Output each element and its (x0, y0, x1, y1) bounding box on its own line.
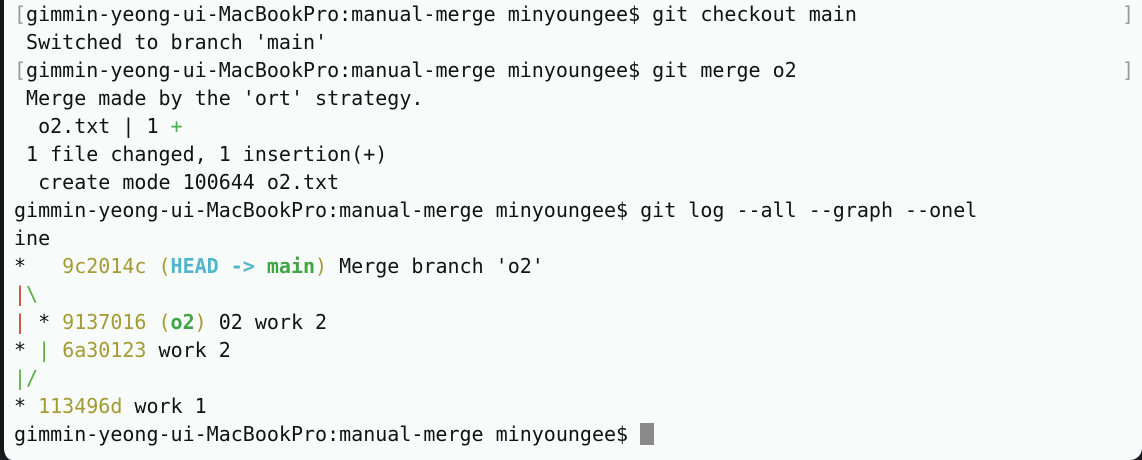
log-commit-o2-seg-2: 9137016 (62, 310, 159, 334)
log-commit-work1-seg-1: 113496d (38, 394, 123, 418)
log-commit-merge-seg-5: ) (315, 254, 328, 278)
prompt-line-checkout: [gimmin-yeong-ui-MacBookPro:manual-merge… (14, 0, 1142, 28)
prompt-line-checkout-seg-1: gimmin-yeong-ui-MacBookPro:manual-merge … (26, 2, 857, 26)
output-switched-branch-seg-0: Switched to branch 'main' (14, 30, 328, 54)
log-commit-merge-seg-2: ( (158, 254, 171, 278)
output-diffstat-summary-seg-0: 1 file changed, 1 insertion(+) (14, 142, 388, 166)
log-commit-o2-seg-6: 02 work 2 (206, 310, 328, 334)
prompt-line-active-seg-0: gimmin-yeong-ui-MacBookPro:manual-merge … (14, 422, 641, 446)
output-diffstat-file: o2.txt | 1 + (14, 112, 1142, 140)
prompt-line-merge-seg-1: gimmin-yeong-ui-MacBookPro:manual-merge … (26, 58, 797, 82)
prompt-line-git-log-wrap-seg-0: ine (14, 226, 51, 250)
output-diffstat-summary: 1 file changed, 1 insertion(+) (14, 140, 1142, 168)
prompt-line-checkout-seg-0: [ (14, 2, 27, 26)
prompt-line-git-log: gimmin-yeong-ui-MacBookPro:manual-merge … (14, 196, 1142, 224)
terminal-screen[interactable]: [gimmin-yeong-ui-MacBookPro:manual-merge… (4, 0, 1142, 460)
prompt-line-active: gimmin-yeong-ui-MacBookPro:manual-merge … (14, 420, 1142, 448)
text-cursor (640, 423, 655, 445)
log-commit-work2-seg-3: 6a30123 (62, 338, 147, 362)
log-commit-work1-seg-2: work 1 (122, 394, 207, 418)
log-commit-merge-seg-6: Merge branch 'o2' (327, 254, 544, 278)
log-graph-branch-split-seg-1: \ (26, 282, 39, 306)
log-graph-branch-join: |/ (14, 364, 1142, 392)
output-diffstat-file-seg-0: o2.txt | 1 (14, 114, 171, 138)
prompt-line-git-log-wrap: ine (14, 224, 1142, 252)
log-commit-merge-seg-4: main (266, 254, 316, 278)
log-commit-merge: * 9c2014c (HEAD -> main) Merge branch 'o… (14, 252, 1142, 280)
log-commit-merge-seg-3: HEAD -> (170, 254, 267, 278)
log-commit-work1-seg-0: * (14, 394, 39, 418)
log-graph-branch-split: |\ (14, 280, 1142, 308)
log-commit-o2-seg-5: ) (194, 310, 207, 334)
log-commit-work2-seg-4: work 2 (146, 338, 231, 362)
log-commit-work2-seg-0: * (14, 338, 39, 362)
prompt-line-git-log-seg-0: gimmin-yeong-ui-MacBookPro:manual-merge … (14, 198, 978, 222)
log-commit-o2-seg-1: * (26, 310, 63, 334)
prompt-right-marker: ] (1121, 2, 1134, 26)
log-graph-branch-join-seg-0: | (14, 366, 27, 390)
output-merge-strategy-seg-0: Merge made by the 'ort' strategy. (14, 86, 424, 110)
output-create-mode-seg-0: create mode 100644 o2.txt (14, 170, 340, 194)
log-commit-work2-seg-1: | (38, 338, 51, 362)
log-commit-work2-seg-2 (50, 338, 62, 362)
prompt-line-merge-seg-0: [ (14, 58, 27, 82)
output-switched-branch: Switched to branch 'main' (14, 28, 1142, 56)
output-merge-strategy: Merge made by the 'ort' strategy. (14, 84, 1142, 112)
log-graph-branch-join-seg-1: / (26, 366, 39, 390)
log-commit-o2-seg-3: ( (158, 310, 171, 334)
log-commit-merge-seg-1: 9c2014c (62, 254, 159, 278)
output-create-mode: create mode 100644 o2.txt (14, 168, 1142, 196)
log-commit-merge-seg-0: * (14, 254, 63, 278)
log-commit-work1: * 113496d work 1 (14, 392, 1142, 420)
log-graph-branch-split-seg-0: | (14, 282, 27, 306)
log-commit-o2-seg-4: o2 (170, 310, 195, 334)
prompt-line-merge: [gimmin-yeong-ui-MacBookPro:manual-merge… (14, 56, 1142, 84)
log-commit-o2-seg-0: | (14, 310, 27, 334)
log-commit-o2: | * 9137016 (o2) 02 work 2 (14, 308, 1142, 336)
log-commit-work2: * | 6a30123 work 2 (14, 336, 1142, 364)
output-diffstat-file-seg-1: + (170, 114, 183, 138)
prompt-right-marker: ] (1121, 58, 1134, 82)
